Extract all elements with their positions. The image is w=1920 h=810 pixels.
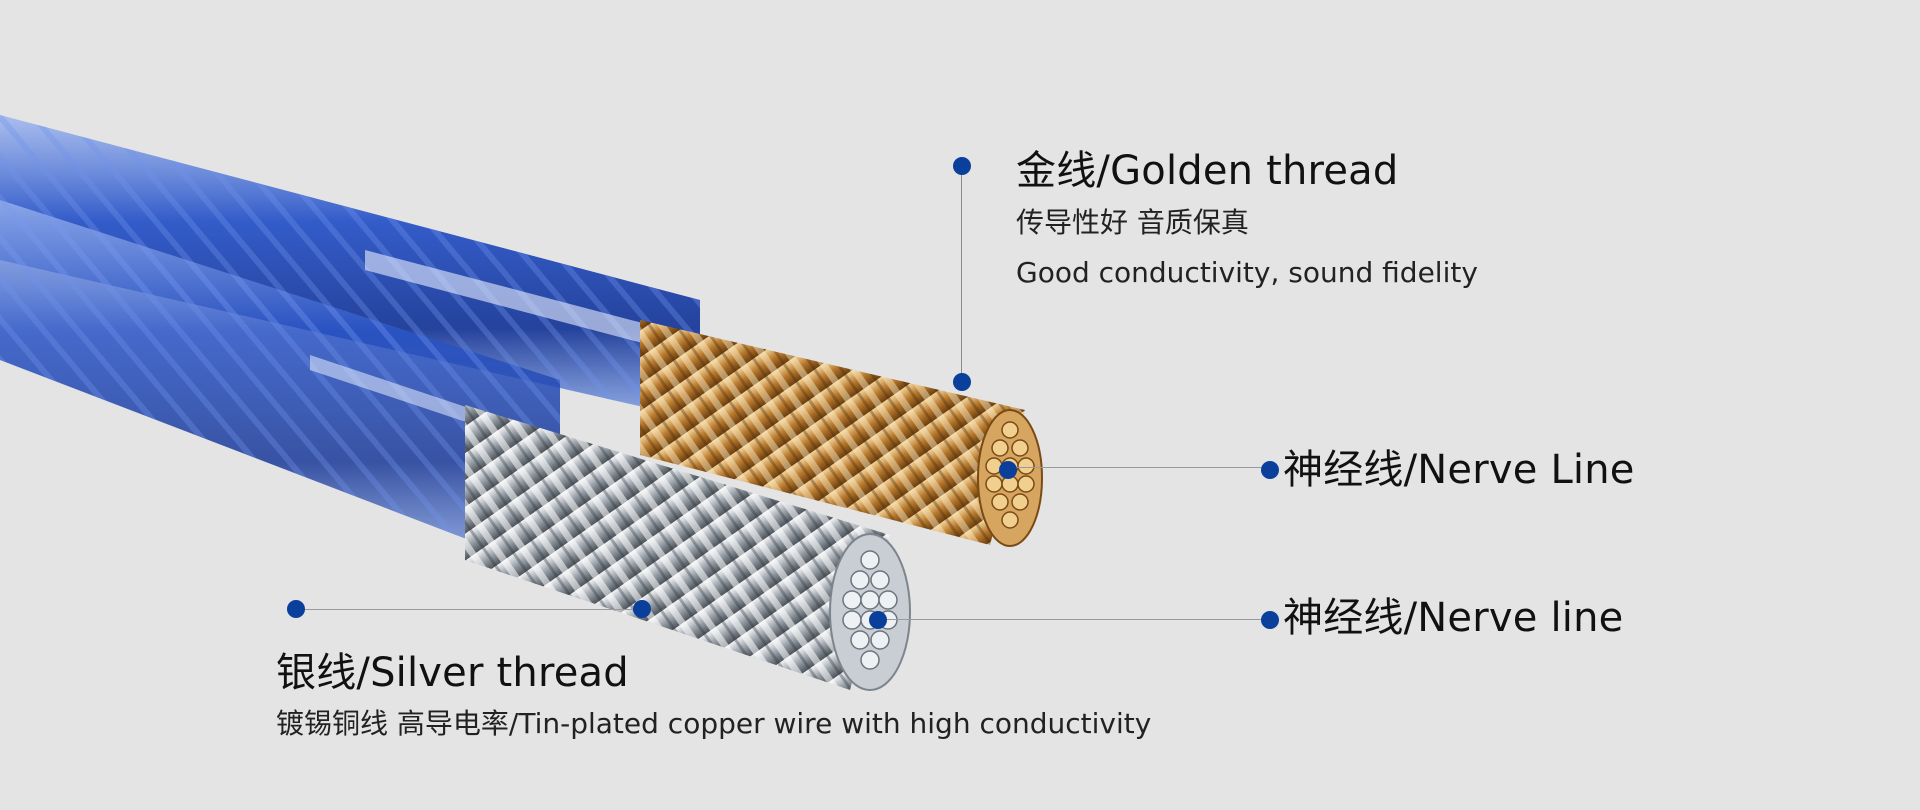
golden-wire-marker bbox=[953, 373, 971, 391]
nerve-upper-label-marker bbox=[1261, 461, 1279, 479]
silver-thread-desc: 镀锡铜线 高导电率/Tin-plated copper wire with hi… bbox=[276, 707, 1152, 740]
golden-thread-desc-cn: 传导性好 音质保真 bbox=[1016, 206, 1249, 239]
golden-thread-title: 金线/Golden thread bbox=[1016, 148, 1399, 194]
silver-wire-marker bbox=[633, 600, 651, 618]
nerve-upper-leader-line bbox=[1008, 467, 1270, 468]
nerve-line-lower-title: 神经线/Nerve line bbox=[1283, 595, 1624, 641]
nerve-line-upper-title: 神经线/Nerve Line bbox=[1283, 447, 1635, 493]
nerve-upper-wire-marker bbox=[999, 461, 1017, 479]
nerve-lower-label-marker bbox=[1261, 611, 1279, 629]
upper-sheath bbox=[0, 115, 700, 420]
nerve-lower-leader-line bbox=[878, 619, 1270, 620]
gold-conductor bbox=[640, 320, 1043, 547]
golden-thread-desc-en: Good conductivity, sound fidelity bbox=[1016, 256, 1478, 289]
golden-leader-line bbox=[961, 166, 962, 382]
silver-thread-title: 银线/Silver thread bbox=[276, 650, 629, 696]
silver-conductor bbox=[465, 405, 911, 691]
nerve-lower-wire-marker bbox=[869, 611, 887, 629]
silver-leader-line bbox=[296, 609, 642, 610]
silver-label-marker bbox=[287, 600, 305, 618]
golden-top-marker bbox=[953, 157, 971, 175]
